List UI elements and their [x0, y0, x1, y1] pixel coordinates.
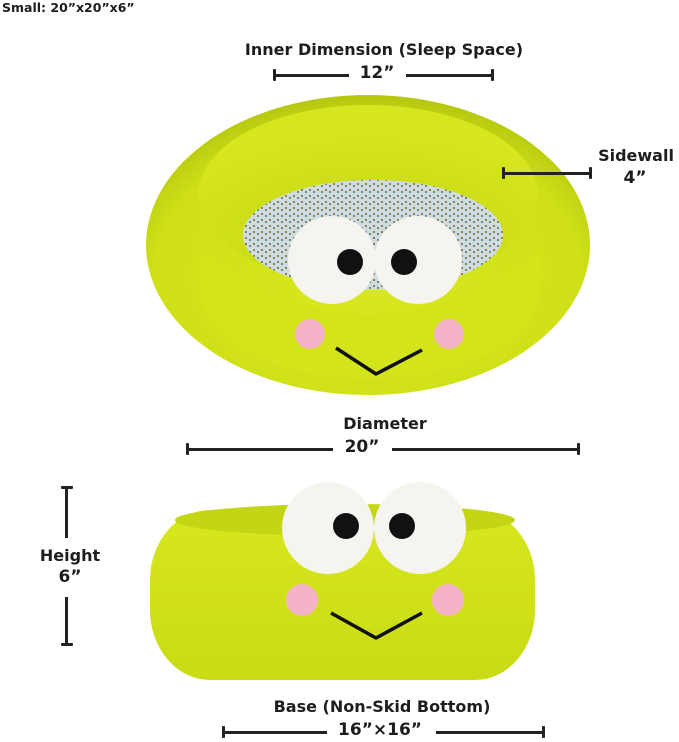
product-image-front-view	[150, 482, 535, 680]
sidewall-title: Sidewall	[598, 146, 674, 165]
base-title: Base (Non-Skid Bottom)	[273, 697, 491, 716]
height-title: Height	[39, 546, 101, 565]
height-value: 6”	[58, 567, 82, 587]
inner-dimension-value: 12”	[359, 63, 395, 83]
inner-dimension-title: Inner Dimension (Sleep Space)	[244, 40, 524, 59]
diameter-value: 20”	[344, 437, 380, 457]
size-label: Small: 20”x20”x6”	[2, 0, 135, 15]
sidewall-value: 4”	[623, 168, 647, 188]
product-image-top-view	[146, 95, 590, 395]
base-value: 16”×16”	[338, 720, 422, 740]
diameter-title: Diameter	[343, 414, 427, 433]
